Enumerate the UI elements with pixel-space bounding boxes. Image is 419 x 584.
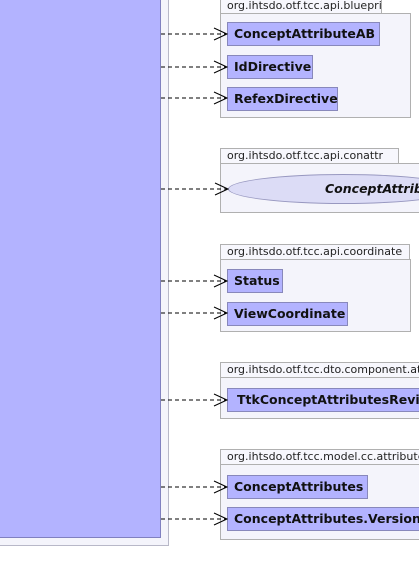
arrow-id-directive [161, 60, 229, 74]
arrow-concept-attribute-ab [161, 27, 229, 41]
interface-concept-attribute[interactable]: ConceptAttribute [228, 174, 419, 204]
package-tab-model-attributes: org.ihtsdo.otf.tcc.model.cc.attributes [220, 449, 419, 464]
arrow-concept-attribute [161, 182, 230, 196]
source-class-box[interactable] [0, 0, 161, 538]
arrow-status [161, 274, 229, 288]
class-ttk-concept-attributes-revision[interactable]: TtkConceptAttributesRevis [227, 388, 419, 412]
class-refex-directive[interactable]: RefexDirective [227, 87, 338, 111]
arrow-concept-attributes-version [161, 512, 229, 526]
interface-label: ConceptAttribute [325, 181, 419, 196]
arrow-concept-attributes [161, 480, 229, 494]
arrow-refex-directive [161, 91, 229, 105]
class-id-directive[interactable]: IdDirective [227, 55, 313, 79]
interface-ellipse [228, 174, 419, 204]
arrow-ttk-concept-attributes-revision [161, 393, 229, 407]
class-status[interactable]: Status [227, 269, 283, 293]
package-tab-dto-attr: org.ihtsdo.otf.tcc.dto.component.attr [220, 362, 419, 377]
package-tab-coordinate: org.ihtsdo.otf.tcc.api.coordinate [220, 244, 410, 259]
package-tab-blueprint: org.ihtsdo.otf.tcc.api.blueprint [220, 0, 382, 13]
package-tab-conattr: org.ihtsdo.otf.tcc.api.conattr [220, 148, 399, 163]
class-concept-attribute-ab[interactable]: ConceptAttributeAB [227, 22, 380, 46]
arrow-view-coordinate [161, 306, 229, 320]
class-view-coordinate[interactable]: ViewCoordinate [227, 302, 348, 326]
class-concept-attributes[interactable]: ConceptAttributes [227, 475, 368, 499]
class-concept-attributes-version[interactable]: ConceptAttributes.Version [227, 507, 419, 531]
